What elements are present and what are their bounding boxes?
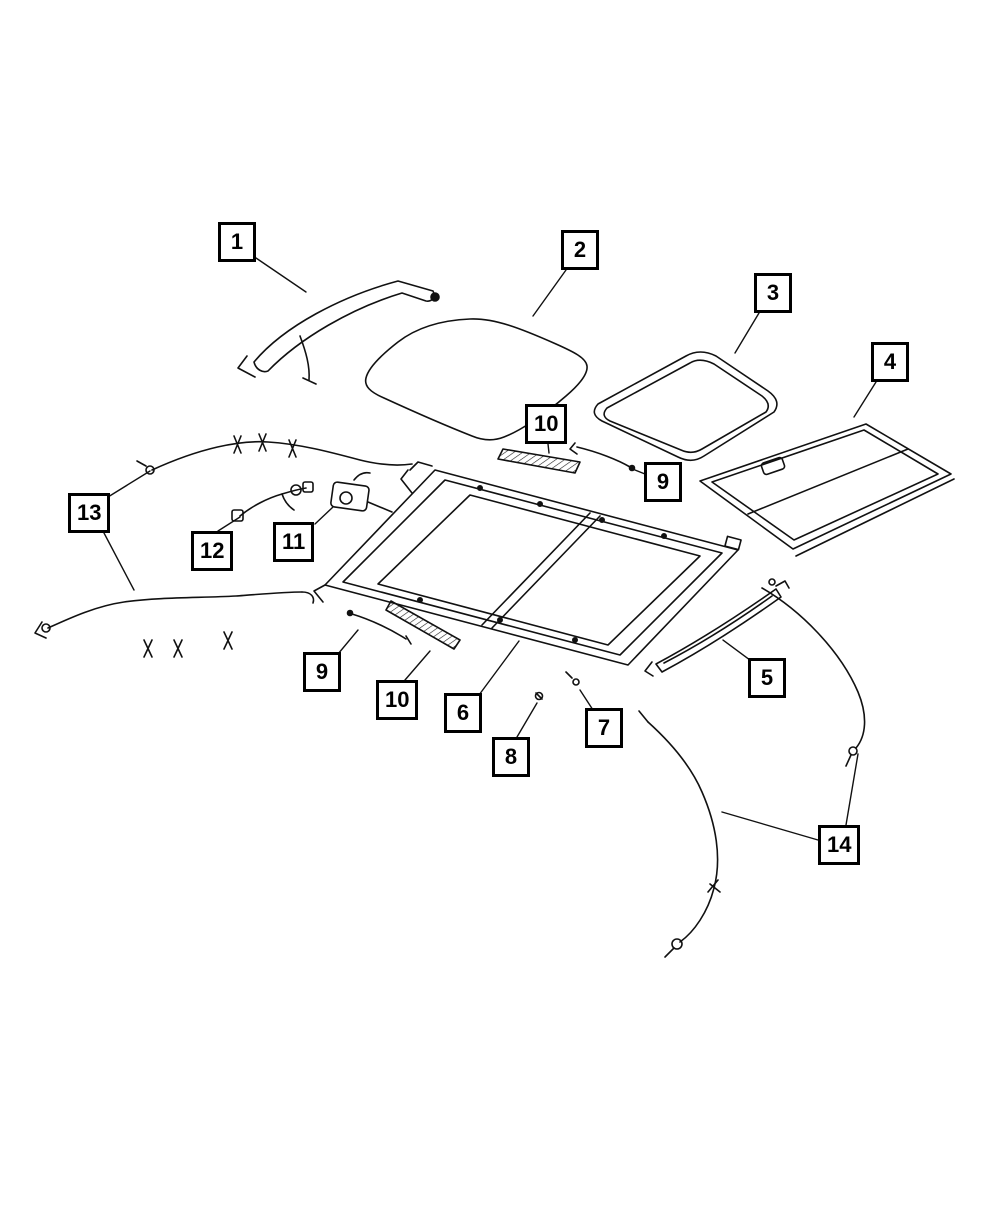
callout-11[interactable]: 11 (273, 522, 315, 562)
part-3-glass-seal (593, 351, 778, 462)
callout-10-upper[interactable]: 10 (525, 404, 568, 444)
callout-5[interactable]: 5 (748, 658, 786, 698)
callout-9-upper[interactable]: 9 (644, 462, 682, 502)
part-8-screw (534, 691, 544, 701)
part-13-front-hoses (34, 433, 413, 658)
callout-2[interactable]: 2 (561, 230, 599, 270)
part-2-sunroof-glass (364, 318, 588, 441)
callout-3[interactable]: 3 (754, 273, 792, 313)
part-4-sunshade (699, 423, 955, 557)
callout-6[interactable]: 6 (444, 693, 482, 733)
part-5-rear-channel (644, 580, 790, 677)
part-9-upper-rod (569, 442, 636, 472)
part-10-lower-strip (385, 600, 461, 650)
part-12-harness (231, 481, 314, 522)
part-14-rear-hoses (638, 578, 866, 958)
part-11-motor (330, 471, 393, 513)
part-7-clip (565, 671, 580, 686)
callout-7[interactable]: 7 (585, 708, 623, 748)
callout-13[interactable]: 13 (68, 493, 111, 533)
part-10-upper-strip (497, 448, 581, 474)
callout-14[interactable]: 14 (818, 825, 861, 865)
part-9-lower-rod (346, 609, 412, 645)
callout-9-lower[interactable]: 9 (303, 652, 341, 692)
callout-10-lower[interactable]: 10 (376, 680, 419, 720)
callout-4[interactable]: 4 (871, 342, 909, 382)
part-1-wind-deflector (237, 280, 440, 385)
part-6-frame (313, 461, 742, 666)
callout-1[interactable]: 1 (218, 222, 256, 262)
callout-8[interactable]: 8 (492, 737, 530, 777)
leader-lines (103, 257, 877, 841)
callout-12[interactable]: 12 (191, 531, 234, 571)
